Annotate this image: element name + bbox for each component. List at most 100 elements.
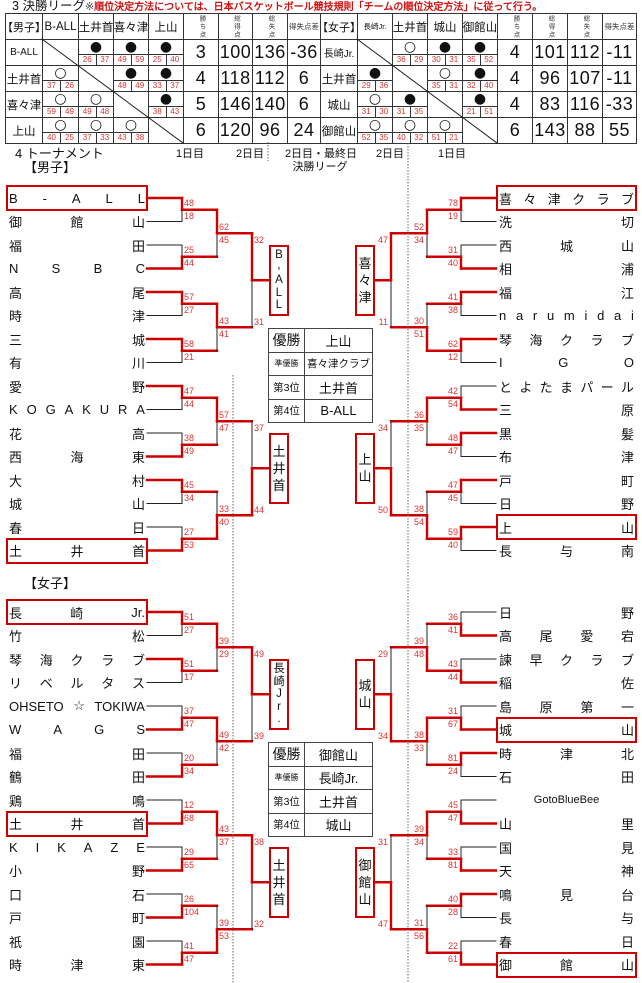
row-label-cell: 土井首 (320, 65, 358, 92)
day-label-left-day2: 2日目 (235, 148, 265, 160)
header-stat-cell: 総失点 (252, 13, 288, 40)
own-score: 35 (428, 81, 446, 91)
winner-glyph: 津 (358, 289, 372, 305)
r3-score: 38 (254, 836, 265, 847)
r1-score: 37 (184, 706, 195, 717)
winner-glyph: B (275, 249, 283, 261)
win-mark-icon: ○ (438, 65, 452, 81)
row-team: 長崎Jr. (323, 49, 355, 60)
own-score: 49 (114, 55, 132, 65)
team-name-glyph: 上 (499, 520, 513, 536)
team-name-glyph: r (532, 308, 538, 323)
team-name: 花高 (9, 423, 145, 443)
standing-team: 土井首 (305, 376, 373, 399)
winner-glyph: - (273, 265, 286, 270)
team-name-glyph: K (9, 402, 18, 417)
stat-cell: 24 (287, 117, 321, 144)
team-name-glyph: 愛 (580, 629, 594, 644)
win-mark-icon: ○ (89, 117, 103, 133)
header-team: 土井首 (392, 21, 428, 34)
r3-score: 34 (377, 422, 388, 433)
team-name-glyph: 三 (9, 332, 23, 348)
team-name: とよたまパール (499, 376, 634, 396)
team-name: 大村 (9, 470, 145, 490)
stat-diff: -33 (605, 94, 634, 114)
winner-glyph: L (275, 299, 283, 311)
standing-team: 城山 (305, 813, 373, 836)
r1-score: 36 (447, 612, 458, 623)
winner-glyph: 首 (272, 891, 286, 907)
team-name-glyph: 洗 (499, 215, 513, 230)
team-name-glyph: S (136, 722, 145, 737)
team-name-glyph: K (9, 839, 18, 855)
team-name-glyph: 鶏 (9, 793, 23, 809)
standing-place: 第4位 (269, 399, 305, 422)
r1-score: 44 (184, 399, 195, 410)
team-name-glyph: 時 (9, 958, 23, 973)
r1-score: 27 (184, 305, 195, 316)
team-name-glyph: 津 (547, 191, 561, 207)
team-name-glyph: A (53, 722, 63, 737)
stat-cell: -36 (287, 39, 321, 66)
section-winner-box: 御館山 (355, 846, 375, 918)
team-name-glyph: と (499, 379, 513, 395)
team-name-glyph: 春 (9, 520, 23, 536)
women-league-table: 【女子】長崎Jr.土井首城山御館山勝ち点総得点総失点得失点差長崎Jr.○3629… (320, 13, 637, 144)
team-name-glyph: 鶴 (9, 770, 23, 785)
header-diff: 得失点差 (604, 22, 635, 31)
team-name-glyph: 石 (131, 887, 145, 903)
team-name-glyph: 時 (9, 309, 23, 324)
team-name-glyph: 土 (9, 817, 23, 832)
r1-score: 58 (184, 339, 195, 350)
team-name-glyph: 西 (499, 238, 513, 254)
team-name: 布津 (499, 447, 634, 467)
team-name-glyph: 田 (131, 770, 145, 785)
league-heading-title: 決勝リーグ (22, 0, 85, 13)
team-name-glyph: Jr. (131, 604, 145, 620)
team-name-glyph: 切 (620, 215, 634, 230)
stat-cell: 4 (183, 65, 219, 92)
row-label-cell: B-ALL (5, 39, 43, 66)
team-name-glyph: 日 (620, 934, 634, 950)
header-scored: 総得点 (232, 14, 240, 39)
stat-cell: 4 (497, 91, 533, 118)
r2-score: 57 (219, 409, 230, 420)
r2-score: 54 (413, 516, 424, 527)
team-name: 相浦 (499, 259, 634, 279)
team-name-glyph: m (563, 308, 575, 323)
team-name-glyph: 福 (9, 746, 23, 762)
team-name-glyph: ー (600, 379, 614, 395)
team-name-glyph: K (57, 839, 66, 855)
women-final-standings: 優勝御館山準優勝長崎Jr.第3位土井首第4位城山 (268, 742, 373, 837)
r2-score: 52 (413, 221, 424, 232)
winner-glyph: 上 (358, 452, 372, 468)
r1-score: 25 (184, 245, 195, 256)
team-name-glyph: 一 (620, 699, 634, 715)
winner-glyph: 喜 (358, 255, 372, 271)
r1-score: 28 (447, 907, 458, 918)
stat-points: 4 (509, 68, 521, 88)
opponent-score: 21 (449, 133, 459, 142)
row-label-cell: 上山 (5, 117, 43, 144)
r3-score: 47 (377, 918, 388, 929)
r3-score: 49 (254, 648, 265, 659)
r1-score: 18 (184, 211, 195, 222)
standing-place: 準優勝 (269, 766, 305, 789)
loss-mark-icon: ● (438, 39, 452, 55)
diagonal-cell (148, 117, 184, 144)
own-score: 37 (79, 133, 97, 143)
team-name-glyph: L (137, 190, 145, 206)
team-name-glyph: 口 (9, 887, 23, 903)
standing-place: 優勝 (269, 743, 305, 766)
opponent-score: 59 (135, 55, 145, 64)
r3-score: 47 (377, 234, 388, 245)
